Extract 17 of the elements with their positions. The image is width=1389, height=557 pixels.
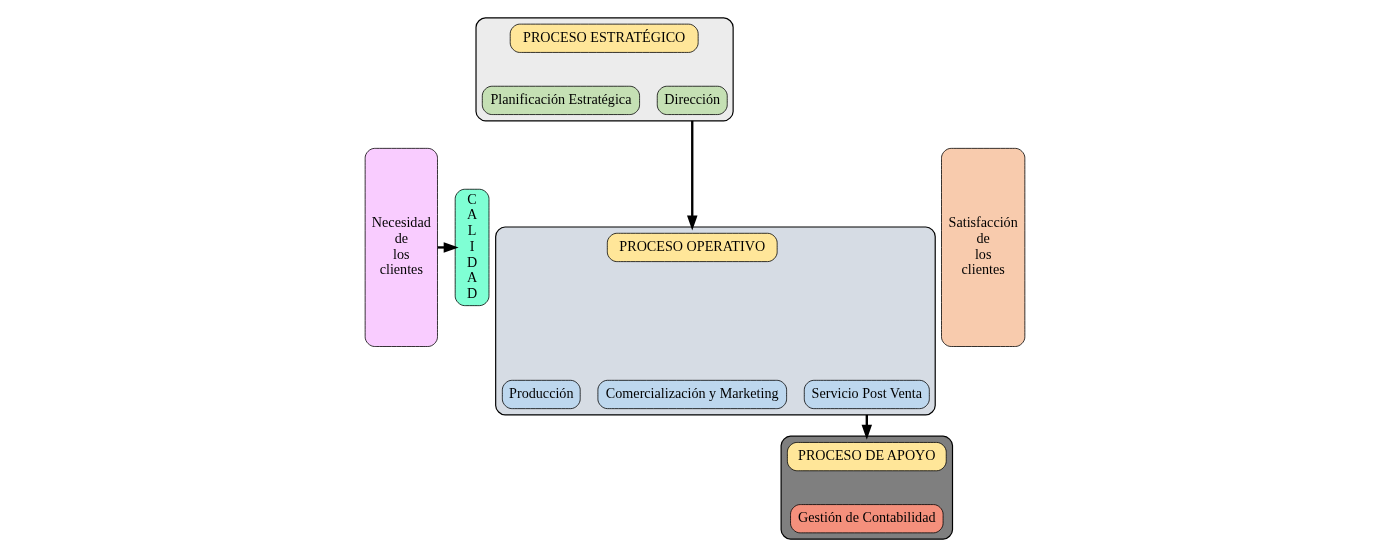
- arrow: [686, 120, 697, 231]
- node-box: Comercialización y Marketing: [597, 379, 787, 410]
- cluster: [780, 435, 953, 540]
- node-box: Servicio Post Venta: [803, 379, 930, 410]
- cluster: [494, 226, 936, 416]
- node-box: Dirección: [656, 85, 728, 115]
- node-box: PROCESO ESTRATÉGICO: [509, 23, 699, 53]
- node-box: Necesidad de los clientes: [364, 147, 438, 347]
- cluster: [474, 17, 734, 122]
- node-box: Satisfacción de los clientes: [940, 147, 1025, 347]
- node-box: PROCESO OPERATIVO: [606, 232, 778, 262]
- node-box: CALIDAD: [454, 188, 489, 307]
- arrow: [437, 242, 459, 253]
- node-box: PROCESO DE APOYO: [786, 442, 947, 472]
- node-box: Planificación Estratégica: [481, 85, 640, 115]
- node-box: Gestión de Contabilidad: [789, 504, 943, 534]
- node-box: Producción: [501, 379, 581, 410]
